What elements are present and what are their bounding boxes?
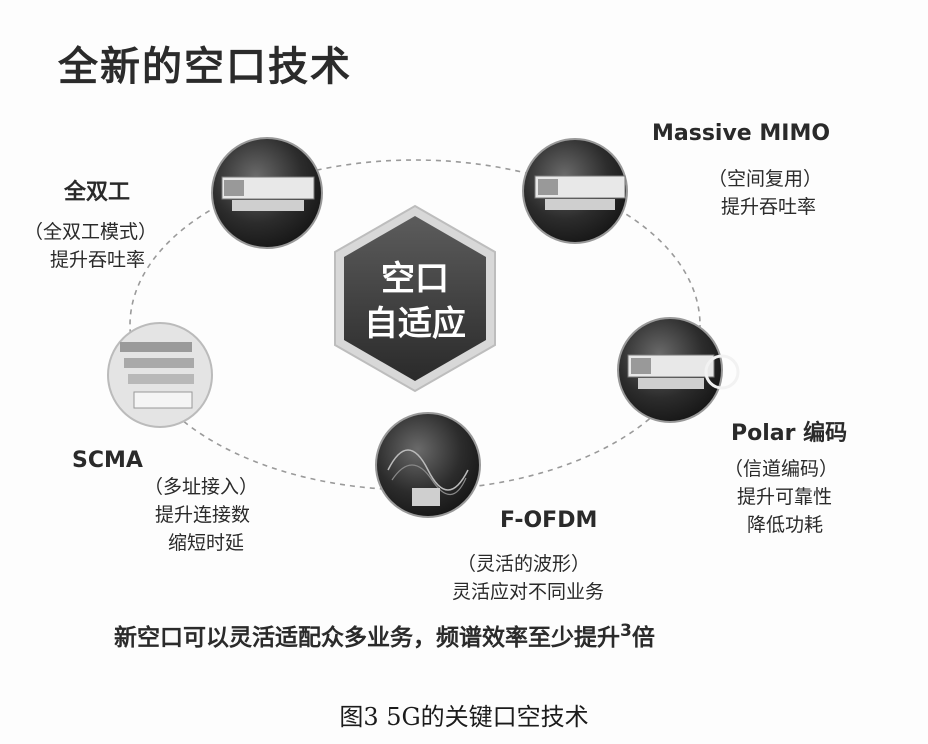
- figure-caption: 图3 5G的关键口空技术: [339, 703, 589, 731]
- scma-desc-3: 缩短时延: [168, 532, 245, 554]
- air-interface-diagram: 空口 自适应: [107, 137, 740, 518]
- f-ofdm-title: F-OFDM: [500, 508, 598, 533]
- page-title: 全新的空口技术: [58, 44, 352, 90]
- polar-title: Polar 编码: [731, 421, 848, 446]
- node-f-ofdm-disc: [375, 412, 481, 518]
- center-label-line2: 自适应: [364, 304, 466, 344]
- node-full-duplex-disc: [211, 137, 323, 249]
- massive-mimo-title: Massive MIMO: [652, 121, 831, 146]
- summary-text: 新空口可以灵活适配众多业务，频谱效率至少提升3倍: [114, 618, 655, 652]
- node-massive-mimo-disc: [522, 138, 628, 244]
- center-hexagon: 空口 自适应: [334, 204, 496, 393]
- summary-suffix: 倍: [631, 625, 655, 651]
- orbit-ring: [129, 159, 701, 491]
- summary-number: 3: [620, 621, 632, 641]
- center-label-line1: 空口: [381, 259, 449, 299]
- polar-desc-1: （信道编码）: [724, 458, 839, 480]
- massive-mimo-desc-1: （空间复用）: [708, 168, 823, 190]
- massive-mimo-desc-2: 提升吞吐率: [721, 196, 817, 218]
- scma-desc-1: （多址接入）: [144, 476, 259, 498]
- polar-desc-2: 提升可靠性: [737, 486, 833, 508]
- polar-desc-3: 降低功耗: [747, 514, 824, 536]
- summary-main: 新空口可以灵活适配众多业务，频谱效率至少提升: [114, 625, 620, 651]
- node-scma-disc: [107, 322, 213, 428]
- scma-desc-2: 提升连接数: [155, 504, 251, 526]
- full-duplex-title: 全双工: [64, 180, 131, 205]
- node-polar-disc: [617, 317, 740, 423]
- scma-title: SCMA: [72, 448, 143, 473]
- f-ofdm-desc-2: 灵活应对不同业务: [452, 581, 605, 603]
- f-ofdm-desc-1: （灵活的波形）: [457, 553, 591, 575]
- full-duplex-desc-2: 提升吞吐率: [50, 249, 146, 271]
- full-duplex-desc-1: （全双工模式）: [24, 221, 158, 243]
